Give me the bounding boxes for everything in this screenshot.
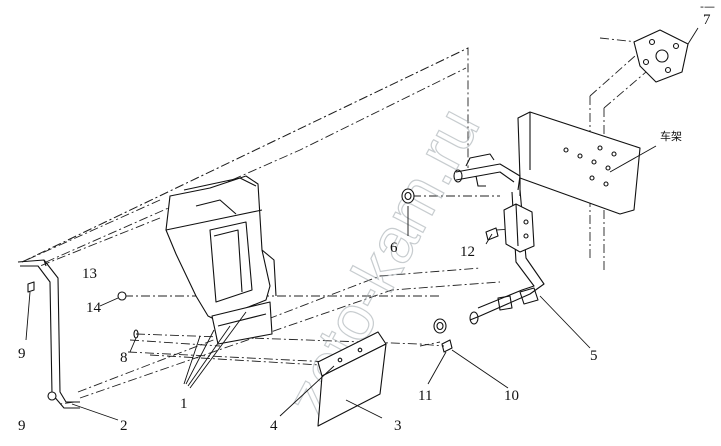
callouts: 7 车架 6 12 5 13 14 8 9 9 1 2 4 3 11 10 <box>18 12 711 434</box>
part-14-nut <box>117 291 127 301</box>
part-3-mud-flap <box>317 331 387 427</box>
callout-8: 8 <box>120 350 128 366</box>
callout-3: 3 <box>394 418 402 434</box>
frame-label: 车架 <box>660 129 682 143</box>
callout-13: 13 <box>82 266 97 282</box>
part-2-side-bracket <box>17 259 80 409</box>
callout-7: 7 <box>703 12 711 28</box>
leader-lines <box>25 27 699 421</box>
part-7-mounting-plate <box>633 29 689 83</box>
callout-9-lower: 9 <box>18 418 26 434</box>
callout-10: 10 <box>504 388 519 404</box>
part-9-bolt-upper <box>27 281 35 293</box>
callout-1: 1 <box>180 396 188 412</box>
callout-9-upper: 9 <box>18 346 26 362</box>
callout-5: 5 <box>590 348 598 364</box>
part-9-bolt-lower <box>47 391 57 401</box>
part-clamp-block <box>503 203 535 253</box>
callout-6: 6 <box>390 240 398 256</box>
part-6-bushing-upper <box>401 188 415 204</box>
callout-12: 12 <box>460 244 475 260</box>
callout-14: 14 <box>86 300 102 316</box>
frame-rail <box>517 111 641 215</box>
part-12-bolt <box>485 227 499 241</box>
corner-mark: -— <box>700 0 715 13</box>
callout-2: 2 <box>120 418 128 434</box>
callout-4: 4 <box>270 418 278 434</box>
part-1-fender-panel <box>165 175 277 345</box>
part-10-11-bolt <box>441 339 453 353</box>
part-6-bushing-lower <box>433 318 447 334</box>
callout-11: 11 <box>418 388 432 404</box>
